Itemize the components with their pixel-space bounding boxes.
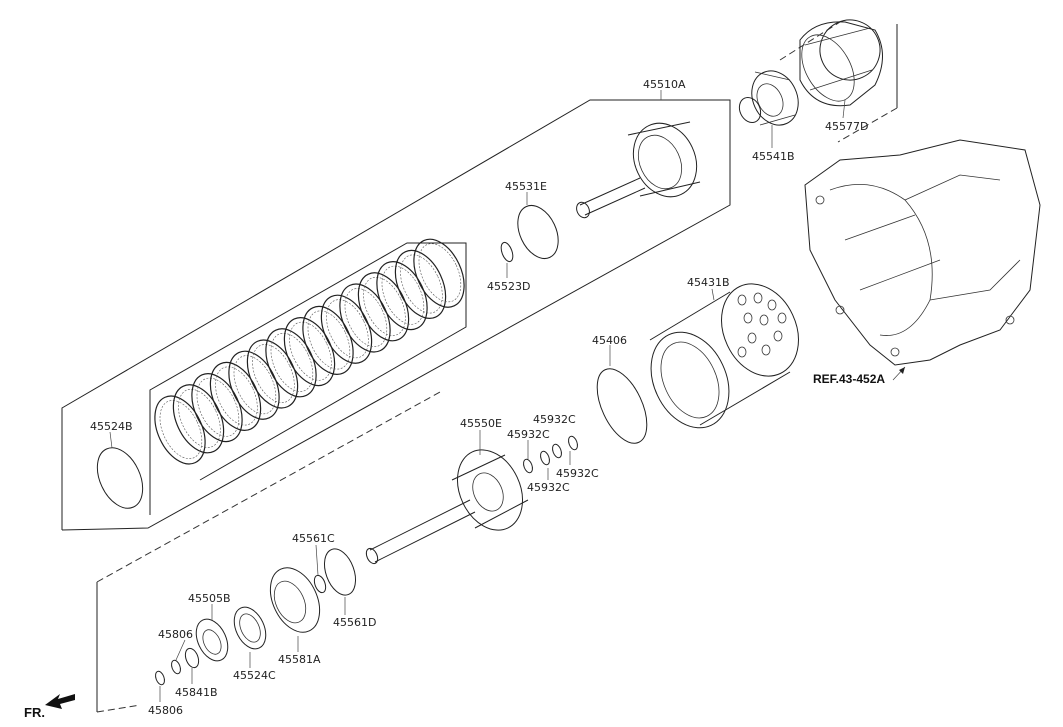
snap-ring-45406	[596, 368, 648, 444]
gear-45541B	[738, 70, 799, 126]
clutch-disc-teeth	[363, 276, 406, 336]
front-arrow-icon	[45, 694, 75, 709]
label-45932C-2: 45932C	[507, 428, 550, 441]
label-45524C: 45524C	[233, 669, 276, 682]
plate-45505B	[195, 618, 229, 662]
label-45932C-4: 45932C	[527, 481, 570, 494]
drum-hole	[759, 314, 769, 326]
label-45541B: 45541B	[752, 150, 795, 163]
clutch-disc	[154, 395, 206, 465]
front-direction-label: FR.	[24, 705, 45, 720]
clutch-disc-teeth	[400, 254, 443, 314]
label-45531E: 45531E	[505, 180, 547, 193]
drum-hole	[737, 346, 747, 358]
clutch-disc	[191, 373, 243, 443]
clutch-disc	[228, 350, 280, 420]
clutch-disc	[394, 249, 447, 319]
label-45505B: 45505B	[188, 592, 231, 605]
clutch-disc	[339, 283, 391, 353]
ring-45841B	[184, 647, 200, 669]
clutch-disc-teeth	[344, 288, 388, 347]
snap-ring-45523D	[500, 241, 514, 263]
drum-hole	[737, 294, 747, 306]
drum-hole	[767, 299, 777, 311]
label-45431B: 45431B	[687, 276, 730, 289]
reference-pointer	[892, 366, 906, 381]
clutch-disc-teeth	[270, 332, 314, 392]
snap-ring-45531E	[517, 205, 559, 259]
carrier-shaft-45550E	[365, 449, 529, 565]
drum-hole	[773, 330, 783, 342]
label-45406: 45406	[592, 334, 627, 347]
label-45524B: 45524B	[90, 420, 133, 433]
clutch-disc	[376, 261, 428, 331]
clutch-disc-teeth	[159, 400, 203, 459]
clutch-disc-teeth	[289, 321, 332, 381]
drum-holes	[737, 292, 787, 358]
label-45550E: 45550E	[460, 417, 502, 430]
clutch-disc-teeth	[418, 243, 462, 303]
assembly-boundary-right	[779, 21, 898, 143]
drum-hole	[747, 332, 757, 344]
reference-label: REF.43-452A	[813, 372, 885, 386]
clutch-disc	[246, 339, 299, 409]
clutch-disc	[357, 272, 410, 342]
clutch-disc	[302, 305, 354, 375]
clutch-disc	[413, 238, 465, 308]
drum-hole	[753, 292, 763, 304]
clutch-disc	[320, 294, 373, 364]
clutch-disc-teeth	[233, 355, 277, 415]
drum-45431B	[649, 283, 799, 429]
clutch-disc-teeth	[381, 265, 425, 325]
ring-45561C	[313, 574, 327, 594]
assembly-boundary-lower	[96, 391, 441, 713]
clutch-disc-pack	[154, 238, 465, 465]
label-45932C-1: 45932C	[533, 413, 576, 426]
assembly-boundary-upper	[61, 99, 731, 531]
part-labels: 45510A 45577D 45541B 45531E 45523D 45431…	[24, 78, 885, 720]
label-45510A: 45510A	[643, 78, 686, 91]
clutch-disc-teeth	[326, 299, 369, 359]
transmission-housing	[804, 139, 1041, 366]
drum-45577D	[799, 19, 883, 107]
clutch-disc-teeth	[178, 388, 221, 448]
shaft-drum-45510A	[576, 121, 701, 219]
label-45806-lower: 45806	[148, 704, 183, 717]
washers-45932C	[523, 435, 578, 474]
label-45523D: 45523D	[487, 280, 530, 293]
leader-lines	[109, 90, 846, 702]
label-45841B: 45841B	[175, 686, 218, 699]
snap-ring-45524B	[96, 447, 144, 509]
clutch-disc	[172, 384, 225, 454]
clutch-disc	[209, 361, 262, 431]
drum-hole	[777, 312, 787, 324]
clutch-disc-teeth	[307, 310, 351, 370]
ring-45806-lower	[155, 670, 165, 686]
drum-hole	[743, 312, 753, 324]
drum-hole	[761, 344, 771, 356]
clutch-disc-teeth	[215, 366, 258, 426]
clutch-disc-teeth	[196, 377, 240, 437]
spring-45524C	[233, 606, 267, 650]
piston-45581A	[269, 567, 321, 633]
label-45932C-3: 45932C	[556, 467, 599, 480]
ring-45561D	[323, 548, 357, 596]
clutch-disc-teeth	[252, 344, 295, 403]
label-45581A: 45581A	[278, 653, 321, 666]
label-45561C: 45561C	[292, 532, 335, 545]
clutch-disc	[283, 317, 336, 387]
label-45561D: 45561D	[333, 616, 376, 629]
label-45806-upper: 45806	[158, 628, 193, 641]
ring-45806-upper	[171, 659, 181, 675]
label-45577D: 45577D	[825, 120, 868, 133]
clutch-disc	[265, 328, 317, 398]
